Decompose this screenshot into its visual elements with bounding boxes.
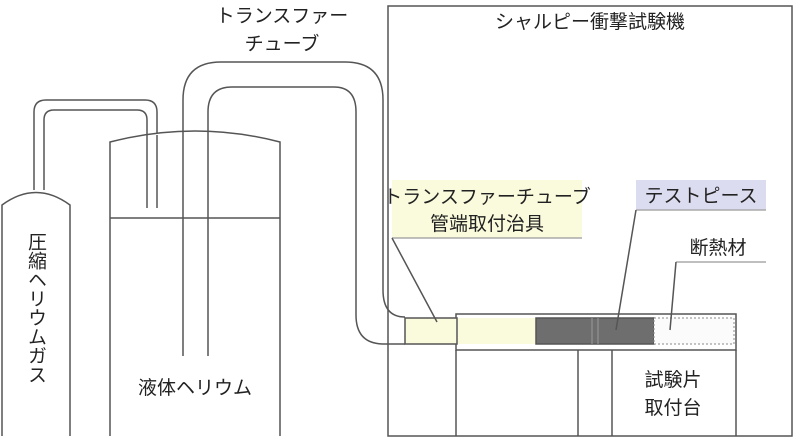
insulation-leader-line — [669, 261, 677, 331]
transfer-tube-inner — [207, 86, 405, 356]
test-piece-label-box — [636, 180, 766, 210]
fixture-extension — [458, 318, 536, 344]
test-piece-body — [535, 317, 655, 345]
compressed-gas-label: 圧縮ヘリウムガス — [25, 232, 47, 384]
insulation-block — [653, 317, 735, 345]
gas-line — [33, 99, 158, 208]
insulation-label: 断熱材 — [689, 237, 746, 259]
holder-label-line1: 試験片 — [644, 369, 701, 391]
fixture-label-line2: 管端取付治具 — [430, 213, 544, 235]
transfer-tube-outer — [182, 61, 406, 356]
gas-cylinder — [1, 191, 71, 436]
liquid-helium-dewar — [109, 130, 281, 436]
holder-label-line2: 取付台 — [644, 397, 701, 419]
liquid-helium-label: 液体ヘリウム — [138, 377, 252, 399]
test-piece-leader-line — [615, 209, 637, 331]
gas-line-inner — [43, 109, 148, 208]
fixture-label-line1: トランスファーチューブ — [383, 185, 590, 208]
fixture-label-box — [392, 180, 582, 238]
transfer-tube-label-line1: トランスファー — [216, 5, 349, 27]
fixture-leader-line — [391, 237, 438, 323]
fixture-block — [404, 317, 458, 345]
test-piece-label: テストピース — [644, 185, 757, 207]
charpy-machine-label: シャルピー衝撃試験機 — [495, 11, 685, 33]
transfer-tube-label-line2: チューブ — [245, 32, 320, 55]
charpy-machine-frame — [387, 5, 793, 437]
